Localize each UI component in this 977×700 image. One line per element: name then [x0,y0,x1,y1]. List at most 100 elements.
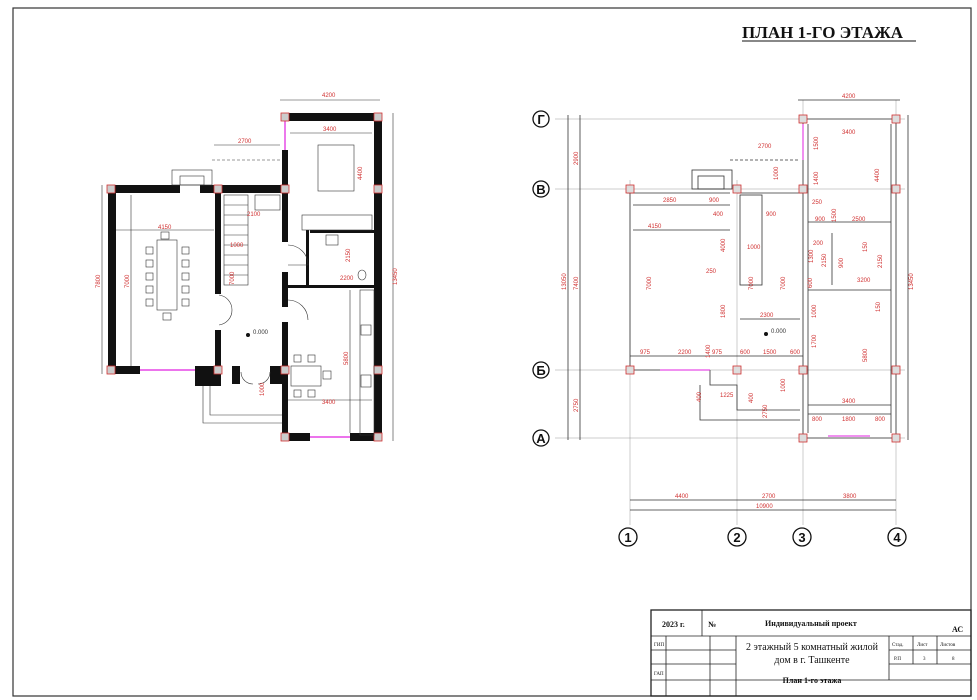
dim-label: 600 [740,350,751,356]
stove [360,374,372,388]
dim-label: 4400 [358,166,364,180]
col-axis-1: 1 [618,527,638,547]
dim-label: 7000 [749,276,755,290]
dim-label: 1000 [781,378,787,392]
drawing-name: План 1-го этажа [783,676,842,685]
dim-label: 150 [863,241,869,252]
dim-label: 3200 [857,278,871,284]
dining-table [145,231,190,321]
dim-label: 400 [713,212,724,218]
dim-label: 900 [839,257,845,268]
stage-label: Стад. [892,643,904,648]
dim-label: В [536,182,545,197]
dim-label: 4400 [875,168,881,182]
sheets-label: Листов [940,643,956,648]
dim-label: 150 [876,301,882,312]
staircase [223,194,281,286]
dim-label: Г [537,112,545,127]
dim-label: 7000 [647,276,653,290]
dim-label: 975 [640,350,651,356]
dim-label: 3800 [843,494,857,500]
dim-label: 1400 [706,344,712,358]
dim-label: 975 [712,350,723,356]
dim-label: 900 [815,217,826,223]
dim-label: 10900 [756,504,773,510]
dim-label: 400 [697,391,703,402]
dim-label: 2700 [762,494,776,500]
dim-label: 3400 [322,400,336,406]
level-mark: 0.000 [771,329,787,335]
gip-label: ГИП [654,643,665,648]
sheet-value: 3 [923,657,926,662]
kitchen-table [290,365,322,387]
dim-label: 1000 [230,243,244,249]
gap-label: ГАП [654,672,664,677]
dim-label: А [536,431,546,446]
dim-label: 800 [812,417,823,423]
dim-label: 2700 [758,144,772,150]
dim-label: 2 [733,530,740,545]
left-floor-plan: 0.000 4200 3400 2700 4150 2100 1000 2200… [96,93,399,442]
document-code: АС [952,625,963,634]
dim-label: 2700 [238,139,252,145]
dim-label: Б [536,363,545,378]
dim-label: 5800 [863,348,869,362]
dim-label: 7000 [125,274,131,288]
dim-label: 1500 [763,350,777,356]
dim-label: 4400 [675,494,689,500]
dim-label: 13450 [909,273,915,290]
project-name-line1: 2 этажный 5 комнатный жилой [746,642,879,653]
dim-label: 250 [812,200,823,206]
dim-label: 7800 [96,274,102,288]
sheet-frame [12,7,972,697]
dim-label: 2200 [340,276,354,282]
dim-label: 800 [875,417,886,423]
dim-label: 2200 [678,350,692,356]
dim-label: 1225 [720,393,734,399]
dim-label: 1300 [809,249,815,263]
year: 2023 г. [662,620,685,629]
dim-label: 4200 [322,93,336,99]
dim-label: 2150 [878,254,884,268]
row-axis-v: В [532,180,550,198]
dim-label: 1000 [812,304,818,318]
dim-label: 1800 [721,304,727,318]
row-axis-b: Б [532,361,550,379]
col-axis-4: 4 [887,527,907,547]
sheets-value: 8 [952,657,955,662]
dim-label: 600 [790,350,801,356]
sheet-label: Лист [917,643,928,648]
dim-label: 4150 [648,224,662,230]
dim-label: 900 [709,198,720,204]
dim-label: 4200 [842,94,856,100]
dim-label: 3 [798,530,805,545]
dim-label: 2850 [663,198,677,204]
dim-label: 13450 [393,268,399,285]
dim-label: 1400 [814,171,820,185]
bed [317,144,355,192]
title-block: 2023 г. № Индивидуальный проект АС ГИП Г… [650,609,972,697]
sink [325,234,339,246]
dim-label: 3400 [842,399,856,405]
dim-label: 1 [624,530,631,545]
dim-label: 13050 [562,273,568,290]
dim-label: 1000 [747,245,761,251]
dim-label: 1500 [832,208,838,222]
right-axis-plan: 0.000 Г В Б А 1 2 3 4 4200 3400 2700 285… [532,94,915,547]
toilet [357,269,367,281]
dim-label: 4150 [158,225,172,231]
dim-label: 1000 [774,166,780,180]
col-axis-3: 3 [792,527,812,547]
col-axis-2: 2 [727,527,747,547]
row-axis-a: А [532,429,550,447]
row-axis-g: Г [532,110,550,128]
dim-label: 1000 [260,382,266,396]
dim-label: 1700 [812,334,818,348]
dim-label: 7000 [230,271,236,285]
sheet-title: ПЛАН 1-ГО ЭТАЖА [742,23,904,42]
dim-label: 250 [706,269,717,275]
stage-value: Р.П [894,657,901,662]
dim-label: 2900 [574,151,580,165]
dim-label: 3400 [842,130,856,136]
